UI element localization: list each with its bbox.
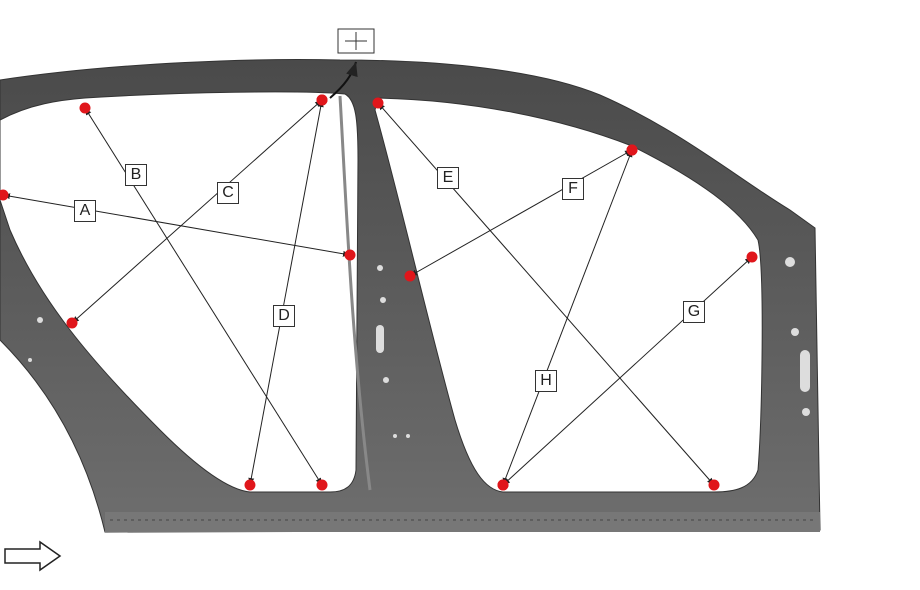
measurement-point (66, 317, 78, 329)
measurement-point (404, 270, 416, 282)
rocker-sill (105, 512, 820, 532)
measurement-label-e: E (437, 167, 459, 189)
measurement-point (746, 251, 758, 263)
measurement-label-f: F (562, 178, 584, 200)
measurement-point (372, 97, 384, 109)
measurement-line-c (71, 99, 323, 324)
plus-box-icon (329, 28, 375, 99)
measurement-point (244, 479, 256, 491)
measurement-line-h (502, 149, 633, 486)
measurement-point (344, 249, 356, 261)
measurement-point (316, 479, 328, 491)
measurement-label-g: G (683, 301, 705, 323)
measurement-point (316, 94, 328, 106)
measurement-label-c: C (217, 182, 239, 204)
measurement-line-d (248, 99, 324, 486)
measurement-point (497, 479, 509, 491)
b-pillar-edge (338, 95, 372, 491)
measurement-label-d: D (273, 305, 295, 327)
measurement-point (708, 479, 720, 491)
measurement-label-h: H (535, 370, 557, 392)
panel-outline (0, 59, 821, 533)
measurement-label-a: A (74, 200, 96, 222)
measurement-line-a (2, 193, 351, 257)
front-arrow-icon (4, 540, 62, 572)
measurement-point (79, 102, 91, 114)
measurement-point (626, 144, 638, 156)
measurement-label-b: B (125, 164, 147, 186)
measurement-point (0, 189, 9, 201)
